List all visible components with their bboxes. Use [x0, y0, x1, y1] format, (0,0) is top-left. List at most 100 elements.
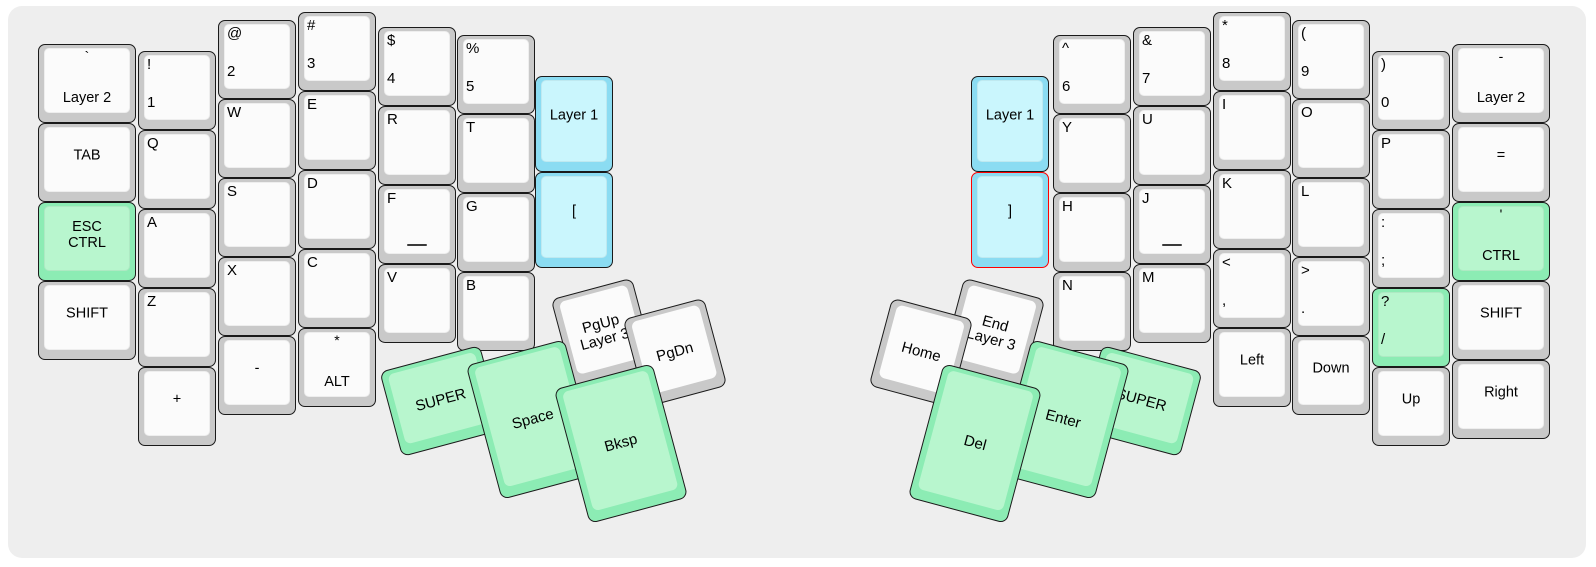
keycap-surface [1298, 182, 1364, 247]
key-q[interactable]: Q [138, 130, 216, 209]
key-shifted-legend: ^ [1062, 40, 1070, 57]
key-p[interactable]: P [1372, 130, 1450, 209]
keycap-surface [384, 268, 450, 333]
key-w[interactable]: W [218, 99, 296, 178]
key-base-legend: ; [1381, 252, 1386, 269]
key-key[interactable]: [ [535, 172, 613, 268]
key-d[interactable]: D [298, 170, 376, 249]
key-base-legend: 2 [227, 63, 236, 80]
key-2[interactable]: @2 [218, 20, 296, 99]
key-b[interactable]: B [457, 272, 535, 351]
key-shifted-legend: $ [387, 32, 396, 49]
key-3[interactable]: #3 [298, 12, 376, 91]
keycap-surface [44, 206, 130, 271]
key-key[interactable]: <, [1213, 249, 1291, 328]
key-8[interactable]: *8 [1213, 12, 1291, 91]
key-key[interactable]: ?/ [1372, 288, 1450, 367]
key-key[interactable]: - [218, 336, 296, 415]
keycap-surface [1219, 16, 1285, 81]
keycap-surface [977, 80, 1043, 162]
keycap-surface [144, 55, 210, 120]
key-base-legend: Left [1239, 352, 1265, 369]
key-l[interactable]: L [1292, 178, 1370, 257]
key-shift[interactable]: SHIFT [1452, 281, 1550, 360]
key-tab[interactable]: TAB [38, 123, 136, 202]
key-base-legend: SHIFT [66, 305, 108, 322]
keycap-surface [44, 285, 130, 350]
key-o[interactable]: O [1292, 99, 1370, 178]
key-k[interactable]: K [1213, 170, 1291, 249]
key-a[interactable]: A [138, 209, 216, 288]
key-z[interactable]: Z [138, 288, 216, 367]
key-5[interactable]: %5 [457, 35, 535, 114]
key-6[interactable]: ^6 [1053, 35, 1131, 114]
key-x[interactable]: X [218, 257, 296, 336]
key-base-legend: ESC CTRL [68, 219, 106, 251]
key-key[interactable]: :; [1372, 209, 1450, 288]
key-base-legend: B [466, 277, 477, 294]
key-f[interactable]: F [378, 185, 456, 264]
key-base-legend: , [1222, 292, 1227, 309]
keycap-surface [44, 127, 130, 192]
key-shift[interactable]: SHIFT [38, 281, 136, 360]
keycap-surface [1059, 39, 1125, 104]
key-1[interactable]: !1 [138, 51, 216, 130]
key-key[interactable]: + [138, 367, 216, 446]
key-layer-1[interactable]: Layer 1 [971, 76, 1049, 172]
key-base-legend: M [1142, 269, 1155, 286]
key-t[interactable]: T [457, 114, 535, 193]
key-key[interactable]: >. [1292, 257, 1370, 336]
key-h[interactable]: H [1053, 193, 1131, 272]
key-s[interactable]: S [218, 178, 296, 257]
key-right[interactable]: Right [1452, 360, 1550, 439]
key-base-legend: [ [571, 203, 577, 220]
key-r[interactable]: R [378, 106, 456, 185]
key-layer-1[interactable]: Layer 1 [535, 76, 613, 172]
key-key[interactable]: = [1452, 123, 1550, 202]
keycap-surface [1298, 340, 1364, 405]
key-base-legend: T [466, 119, 476, 136]
key-i[interactable]: I [1213, 91, 1291, 170]
key-base-legend: N [1062, 277, 1073, 294]
keycap-surface [541, 176, 607, 258]
key-m[interactable]: M [1133, 264, 1211, 343]
key-base-legend: U [1142, 111, 1153, 128]
key-up[interactable]: Up [1372, 367, 1450, 446]
key-base-legend: 0 [1381, 94, 1390, 111]
key-c[interactable]: C [298, 249, 376, 328]
keycap-surface [304, 95, 370, 160]
key-down[interactable]: Down [1292, 336, 1370, 415]
key-ctrl[interactable]: 'CTRL [1452, 202, 1550, 281]
key-y[interactable]: Y [1053, 114, 1131, 193]
key-left[interactable]: Left [1213, 328, 1291, 407]
keycap-surface [144, 213, 210, 278]
keycap-surface [977, 176, 1043, 258]
key-alt[interactable]: *ALT [298, 328, 376, 407]
key-base-legend: V [387, 269, 398, 286]
key-base-legend: F [387, 190, 397, 207]
keycap-surface [384, 110, 450, 175]
key-9[interactable]: (9 [1292, 20, 1370, 99]
key-base-legend: D [307, 175, 318, 192]
key-n[interactable]: N [1053, 272, 1131, 351]
keycap-surface [224, 340, 290, 405]
key-0[interactable]: )0 [1372, 51, 1450, 130]
key-4[interactable]: $4 [378, 27, 456, 106]
key-layer-2[interactable]: `Layer 2 [38, 44, 136, 123]
key-key[interactable]: ] [971, 172, 1049, 268]
keycap-surface [1458, 364, 1544, 429]
keycap-surface [1298, 261, 1364, 326]
key-u[interactable]: U [1133, 106, 1211, 185]
key-j[interactable]: J [1133, 185, 1211, 264]
key-esc-ctrl[interactable]: ESC CTRL [38, 202, 136, 281]
key-base-legend: 5 [466, 78, 475, 95]
key-e[interactable]: E [298, 91, 376, 170]
key-7[interactable]: &7 [1133, 27, 1211, 106]
key-base-legend: A [147, 214, 158, 231]
key-g[interactable]: G [457, 193, 535, 272]
key-v[interactable]: V [378, 264, 456, 343]
keycap-surface [1378, 371, 1444, 436]
key-layer-2[interactable]: -Layer 2 [1452, 44, 1550, 123]
keycap-surface [1219, 253, 1285, 318]
key-base-legend: 8 [1222, 55, 1231, 72]
